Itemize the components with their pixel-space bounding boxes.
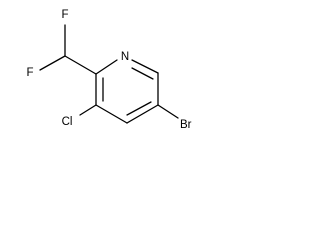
atom-label-chlorine: Cl xyxy=(62,116,73,128)
atom-label-nitrogen: N xyxy=(121,51,129,63)
bond-c4-c3 xyxy=(95,104,128,124)
atom-label-fluorine-top: F xyxy=(61,9,68,21)
bond-c2-n1 xyxy=(95,59,118,75)
bond-c2-cf2h xyxy=(64,55,97,75)
bond-c5-c4-inner xyxy=(126,101,152,116)
bond-c3-cl xyxy=(79,104,97,116)
bond-cf2h-f-left xyxy=(39,55,66,71)
chemical-structure: N F F Cl Br xyxy=(26,9,192,131)
bond-n1-c6 xyxy=(131,59,159,74)
bond-c5-br xyxy=(157,104,179,119)
bond-c5-c4 xyxy=(126,104,159,124)
atom-label-bromine: Br xyxy=(180,119,192,131)
bond-n1-c6-inner xyxy=(131,67,154,80)
atom-label-fluorine-left: F xyxy=(26,67,33,79)
